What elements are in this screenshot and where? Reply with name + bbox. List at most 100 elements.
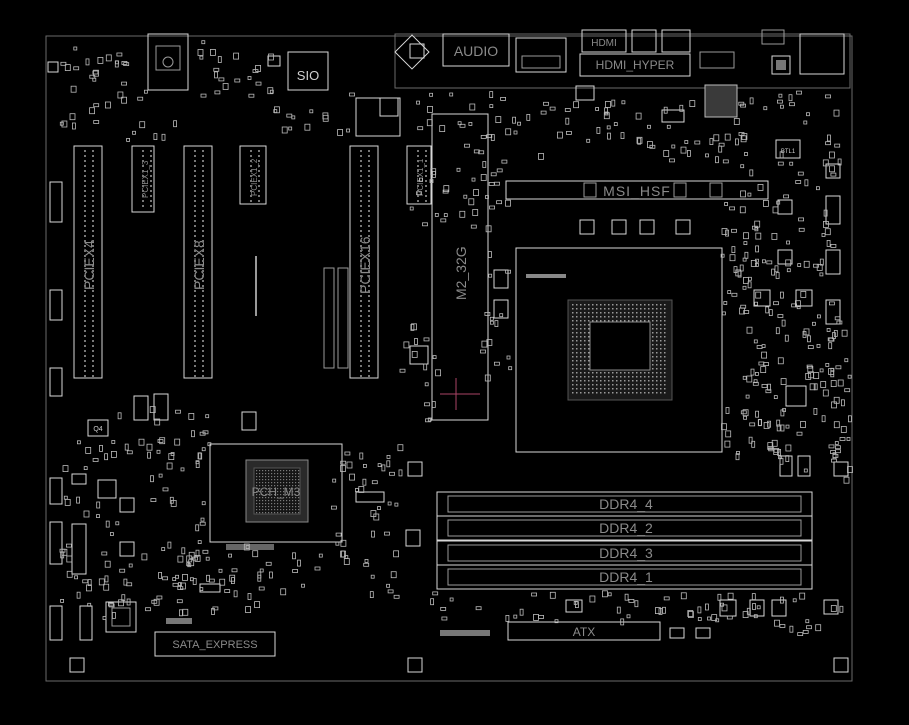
smd-pad <box>596 127 601 134</box>
smd-pad <box>830 605 837 612</box>
cpu-land <box>656 312 658 314</box>
hsf-pad <box>673 182 687 198</box>
smd-pad <box>141 553 148 561</box>
cpu-land <box>644 388 646 390</box>
cpu-land <box>612 392 614 394</box>
smd-pad <box>751 593 756 600</box>
side-header <box>49 181 63 223</box>
smd-pad <box>83 510 90 518</box>
slot-pin <box>417 185 419 187</box>
cpu-land <box>584 332 586 334</box>
smd-pad <box>207 442 212 447</box>
chip <box>119 497 135 513</box>
smd-pad <box>389 471 395 476</box>
smd-pad <box>485 195 489 199</box>
smd-pad <box>655 607 661 614</box>
smd-pad <box>416 100 421 105</box>
smd-pad <box>837 379 844 387</box>
pch-ball <box>283 512 285 514</box>
smd-pad <box>604 107 608 115</box>
smd-pad <box>121 81 127 86</box>
slot-pin <box>202 180 204 182</box>
smd-pad <box>746 607 751 615</box>
slot-pin <box>84 270 86 272</box>
cpu-land <box>592 304 594 306</box>
smd-pad <box>178 582 182 586</box>
slot-pin <box>368 310 370 312</box>
smd-pad <box>847 466 853 474</box>
smd-pad <box>603 112 610 120</box>
smd-pad <box>195 524 200 532</box>
cpu-land <box>664 388 666 390</box>
slot-pin <box>92 215 94 217</box>
cpu-land <box>608 388 610 390</box>
cpu-land <box>572 320 574 322</box>
slot-pin <box>368 235 370 237</box>
smd-pad <box>806 625 812 630</box>
smd-pad <box>684 140 689 144</box>
smd-pad <box>830 243 837 248</box>
cpu-land <box>580 360 582 362</box>
vrm-cap <box>825 163 841 179</box>
pch-ball <box>286 506 288 508</box>
side-header <box>79 605 93 641</box>
smd-pad <box>697 617 702 621</box>
slot-pin <box>258 185 260 187</box>
slot-pin <box>84 210 86 212</box>
cpu-land <box>652 392 654 394</box>
smd-pad <box>635 112 642 120</box>
cpu-land <box>608 392 610 394</box>
smd-pad <box>488 273 493 278</box>
q4-label: Q4 <box>93 426 102 433</box>
cpu-land <box>572 324 574 326</box>
slot-pin <box>92 160 94 162</box>
pch-ball <box>268 512 270 514</box>
slot-pin <box>368 160 370 162</box>
cpu-land <box>572 348 574 350</box>
smd-pad <box>780 291 784 299</box>
cpu-land <box>572 360 574 362</box>
cpu-land <box>616 388 618 390</box>
cpu-land <box>600 308 602 310</box>
cpu-land <box>576 352 578 354</box>
cpu-land <box>632 320 634 322</box>
smd-pad <box>761 344 766 349</box>
pch-ball <box>271 491 273 493</box>
slot-pin <box>368 220 370 222</box>
cpu-land <box>588 316 590 318</box>
cpu-land <box>644 316 646 318</box>
smd-pad <box>86 584 92 592</box>
chip <box>771 599 787 617</box>
cpu-land <box>588 348 590 350</box>
cpu-land <box>584 336 586 338</box>
cpu-land <box>612 380 614 382</box>
cpu-land <box>584 352 586 354</box>
slot-pin <box>202 225 204 227</box>
smd-pad <box>780 409 785 417</box>
slot-pin <box>194 190 196 192</box>
smd-pad <box>101 551 108 556</box>
chip <box>241 411 257 431</box>
smd-pad <box>154 418 161 426</box>
cpu-land <box>588 320 590 322</box>
smd-pad <box>785 444 792 452</box>
smd-pad <box>435 369 442 377</box>
smd-pad <box>189 577 194 582</box>
smd-pad <box>841 399 845 407</box>
cpu-land <box>652 388 654 390</box>
top-left-chip <box>155 45 181 71</box>
slot-pin <box>368 360 370 362</box>
slot-pin <box>84 195 86 197</box>
cpu-land <box>628 312 630 314</box>
slot-pin <box>368 155 370 157</box>
smd-pad <box>139 121 146 129</box>
slot-pin <box>194 300 196 302</box>
smd-pad <box>281 126 288 134</box>
cpu-land <box>584 392 586 394</box>
pch-ball <box>268 482 270 484</box>
smd-pad <box>128 563 133 568</box>
cpu-land <box>660 308 662 310</box>
slot-pin <box>194 245 196 247</box>
cpu-land <box>572 356 574 358</box>
smd-pad <box>626 614 631 619</box>
